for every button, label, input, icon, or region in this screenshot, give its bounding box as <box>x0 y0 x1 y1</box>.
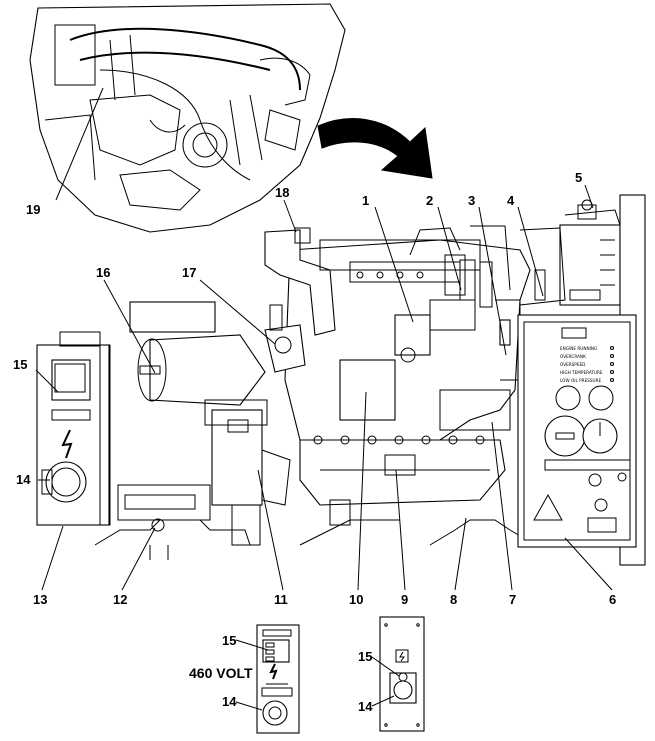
callout-8: 8 <box>450 592 457 607</box>
callout-numbers: 19 18 1 2 3 4 5 16 17 15 14 13 12 11 10 … <box>13 170 616 607</box>
callout-7: 7 <box>509 592 516 607</box>
control-panel-indicators: ENGINE RUNNING OVERCRANK OVERSPEED HIGH … <box>560 346 614 383</box>
oil-pan-ribs <box>313 435 485 445</box>
callout-15: 15 <box>13 357 27 372</box>
inset-label-460-volt: 460 VOLT <box>189 665 253 681</box>
callout-19: 19 <box>26 202 40 217</box>
warning-triangle-icon <box>533 493 563 521</box>
inset-alt-panel: 15 14 <box>358 616 425 732</box>
callout-17: 17 <box>182 265 196 280</box>
callout-2: 2 <box>426 193 433 208</box>
curved-arrow <box>317 118 433 179</box>
callout-11: 11 <box>274 592 288 607</box>
indicator-low-oil-pressure: LOW OIL PRESSURE <box>560 378 602 383</box>
callout-10: 10 <box>349 592 363 607</box>
callout-14: 14 <box>16 472 31 487</box>
callout-4: 4 <box>507 193 515 208</box>
callout-13: 13 <box>33 592 47 607</box>
indicator-engine-running: ENGINE RUNNING <box>560 346 597 351</box>
callout-15-inset-a: 15 <box>222 633 236 648</box>
detail-view-engine-top <box>29 3 346 233</box>
callout-14-inset-a: 14 <box>222 694 237 709</box>
callout-14-inset-b: 14 <box>358 699 373 714</box>
switch-large-icon <box>544 415 586 457</box>
callout-5: 5 <box>575 170 582 185</box>
callout-6: 6 <box>609 592 616 607</box>
callout-16: 16 <box>96 265 110 280</box>
indicator-overspeed: OVERSPEED <box>560 362 585 367</box>
callout-1: 1 <box>362 193 369 208</box>
callout-15-inset-b: 15 <box>358 649 372 664</box>
callout-leaders <box>35 87 613 591</box>
callout-9: 9 <box>401 592 408 607</box>
indicator-high-temperature: HIGH TEMPERATURE <box>560 370 603 375</box>
callout-12: 12 <box>113 592 127 607</box>
callout-18: 18 <box>275 185 289 200</box>
callout-3: 3 <box>468 193 475 208</box>
indicator-overcrank: OVERCRANK <box>560 354 586 359</box>
gauge-right-icon <box>588 385 614 411</box>
inset-460-volt: 15 14 460 VOLT <box>189 624 300 734</box>
head-bolts <box>356 271 424 279</box>
gauge-left-icon <box>555 385 581 411</box>
generator-set: ENGINE RUNNING OVERCRANK OVERSPEED HIGH … <box>36 194 646 566</box>
